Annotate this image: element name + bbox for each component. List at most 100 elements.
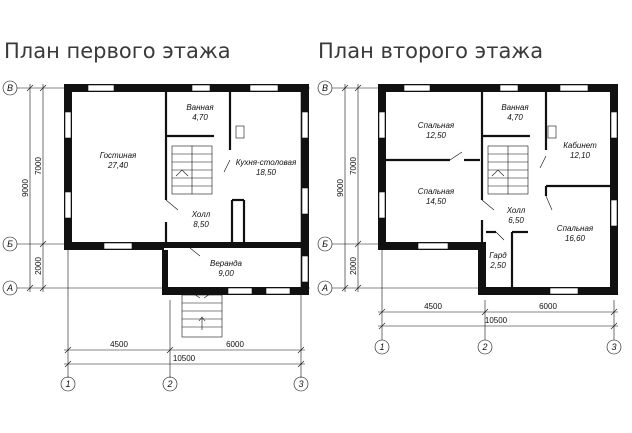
room-area: 14,50 xyxy=(426,197,447,206)
axis-bubble-b xyxy=(317,236,333,252)
axis-bubble-1 xyxy=(60,376,76,392)
dim-height-veranda: 2000 xyxy=(34,257,43,275)
room-area: 4,70 xyxy=(192,113,208,122)
wall-top xyxy=(378,84,618,92)
axis-label-a: А xyxy=(6,283,13,293)
wall-left xyxy=(378,84,386,250)
window xyxy=(499,84,519,92)
door xyxy=(165,199,179,211)
axis-label-3: 3 xyxy=(611,342,616,352)
entrance-steps xyxy=(181,289,223,338)
axis-label-3: 3 xyxy=(298,379,303,389)
axis-bubble-v xyxy=(317,80,333,96)
room-area: 6,50 xyxy=(508,216,524,225)
axis-bubble-v xyxy=(2,80,18,96)
window xyxy=(301,111,309,139)
window xyxy=(265,287,291,295)
window xyxy=(378,111,386,139)
window xyxy=(191,84,211,92)
axis-label-1: 1 xyxy=(379,342,384,352)
room-area: 8,50 xyxy=(193,220,209,229)
room-name: Холл xyxy=(191,210,211,219)
wall-dressing-left xyxy=(478,242,486,295)
window xyxy=(403,84,431,92)
room-name: Ванная xyxy=(501,103,529,112)
window xyxy=(610,199,618,227)
room-name: Кухня-столовая xyxy=(236,158,297,167)
axis-bubble-2 xyxy=(477,339,493,355)
stove xyxy=(235,125,245,139)
window xyxy=(378,191,386,219)
window xyxy=(301,187,309,215)
first-floor-title: План первого этажа xyxy=(4,39,231,63)
axis-label-b: Б xyxy=(7,239,13,249)
room-area: 9,00 xyxy=(218,269,234,278)
wall-hall-veranda xyxy=(164,242,304,248)
door xyxy=(449,151,463,161)
axis-bubble-3 xyxy=(606,339,622,355)
window xyxy=(249,84,279,92)
dim-width-right: 6000 xyxy=(539,302,557,311)
dim-width-total: 10500 xyxy=(485,316,508,325)
door xyxy=(495,231,505,241)
room-area: 12,10 xyxy=(570,151,591,160)
axis-bubble-1 xyxy=(374,339,390,355)
window xyxy=(559,84,589,92)
room-area: 2,50 xyxy=(489,261,506,270)
axis-label-2: 2 xyxy=(481,342,487,352)
stair xyxy=(171,145,213,195)
axis-label-2: 2 xyxy=(166,379,172,389)
door xyxy=(223,159,231,173)
room-name: Веранда xyxy=(210,259,243,268)
window xyxy=(227,287,253,295)
wall-left xyxy=(64,84,72,250)
wall-bottom xyxy=(478,287,618,295)
room-name: Гостиная xyxy=(100,151,137,160)
door xyxy=(189,247,201,257)
shaft xyxy=(547,125,557,139)
room-name: Гард xyxy=(489,251,507,260)
dim-width-left: 4500 xyxy=(110,340,128,349)
dim-height-total: 9000 xyxy=(21,179,30,197)
room-name: Кабинет xyxy=(563,141,597,150)
window xyxy=(417,242,449,250)
wall-veranda-left xyxy=(162,250,168,295)
dim-width-total: 10500 xyxy=(173,354,196,363)
window xyxy=(549,287,579,295)
door xyxy=(481,199,495,211)
door xyxy=(539,155,547,169)
room-area: 18,50 xyxy=(256,168,277,177)
axis-label-v: В xyxy=(7,83,13,93)
axis-bubble-a xyxy=(317,280,333,296)
room-name: Спальная xyxy=(557,224,594,233)
door xyxy=(545,195,553,211)
axis-label-a: А xyxy=(321,283,328,293)
axis-bubble-a xyxy=(2,280,18,296)
room-name: Спальная xyxy=(418,121,455,130)
dim-height-main: 7000 xyxy=(34,157,43,175)
dim-width-right: 6000 xyxy=(226,340,244,349)
dim-height-total: 9000 xyxy=(336,179,345,197)
axis-label-1: 1 xyxy=(65,379,70,389)
window xyxy=(610,111,618,139)
window xyxy=(64,111,72,139)
room-name: Холл xyxy=(506,206,526,215)
axis-bubble-b xyxy=(2,236,18,252)
wall-top xyxy=(64,84,309,92)
second-floor-title: План второго этажа xyxy=(318,39,543,63)
room-area: 27,40 xyxy=(107,161,129,170)
axis-label-b: Б xyxy=(322,239,328,249)
window xyxy=(87,84,115,92)
first-floor-plan: 9000 7000 2000 4500 6000 10500 В Б А 1 2… xyxy=(2,80,310,392)
window xyxy=(64,191,72,219)
stair xyxy=(487,145,529,195)
axis-label-v: В xyxy=(322,83,328,93)
window xyxy=(103,242,133,250)
second-floor-plan: 9000 7000 2000 4500 6000 10500 В Б А 1 2… xyxy=(317,80,622,355)
dim-width-left: 4500 xyxy=(424,302,442,311)
axis-bubble-3 xyxy=(293,376,309,392)
room-name: Ванная xyxy=(186,103,214,112)
room-name: Спальная xyxy=(418,187,455,196)
